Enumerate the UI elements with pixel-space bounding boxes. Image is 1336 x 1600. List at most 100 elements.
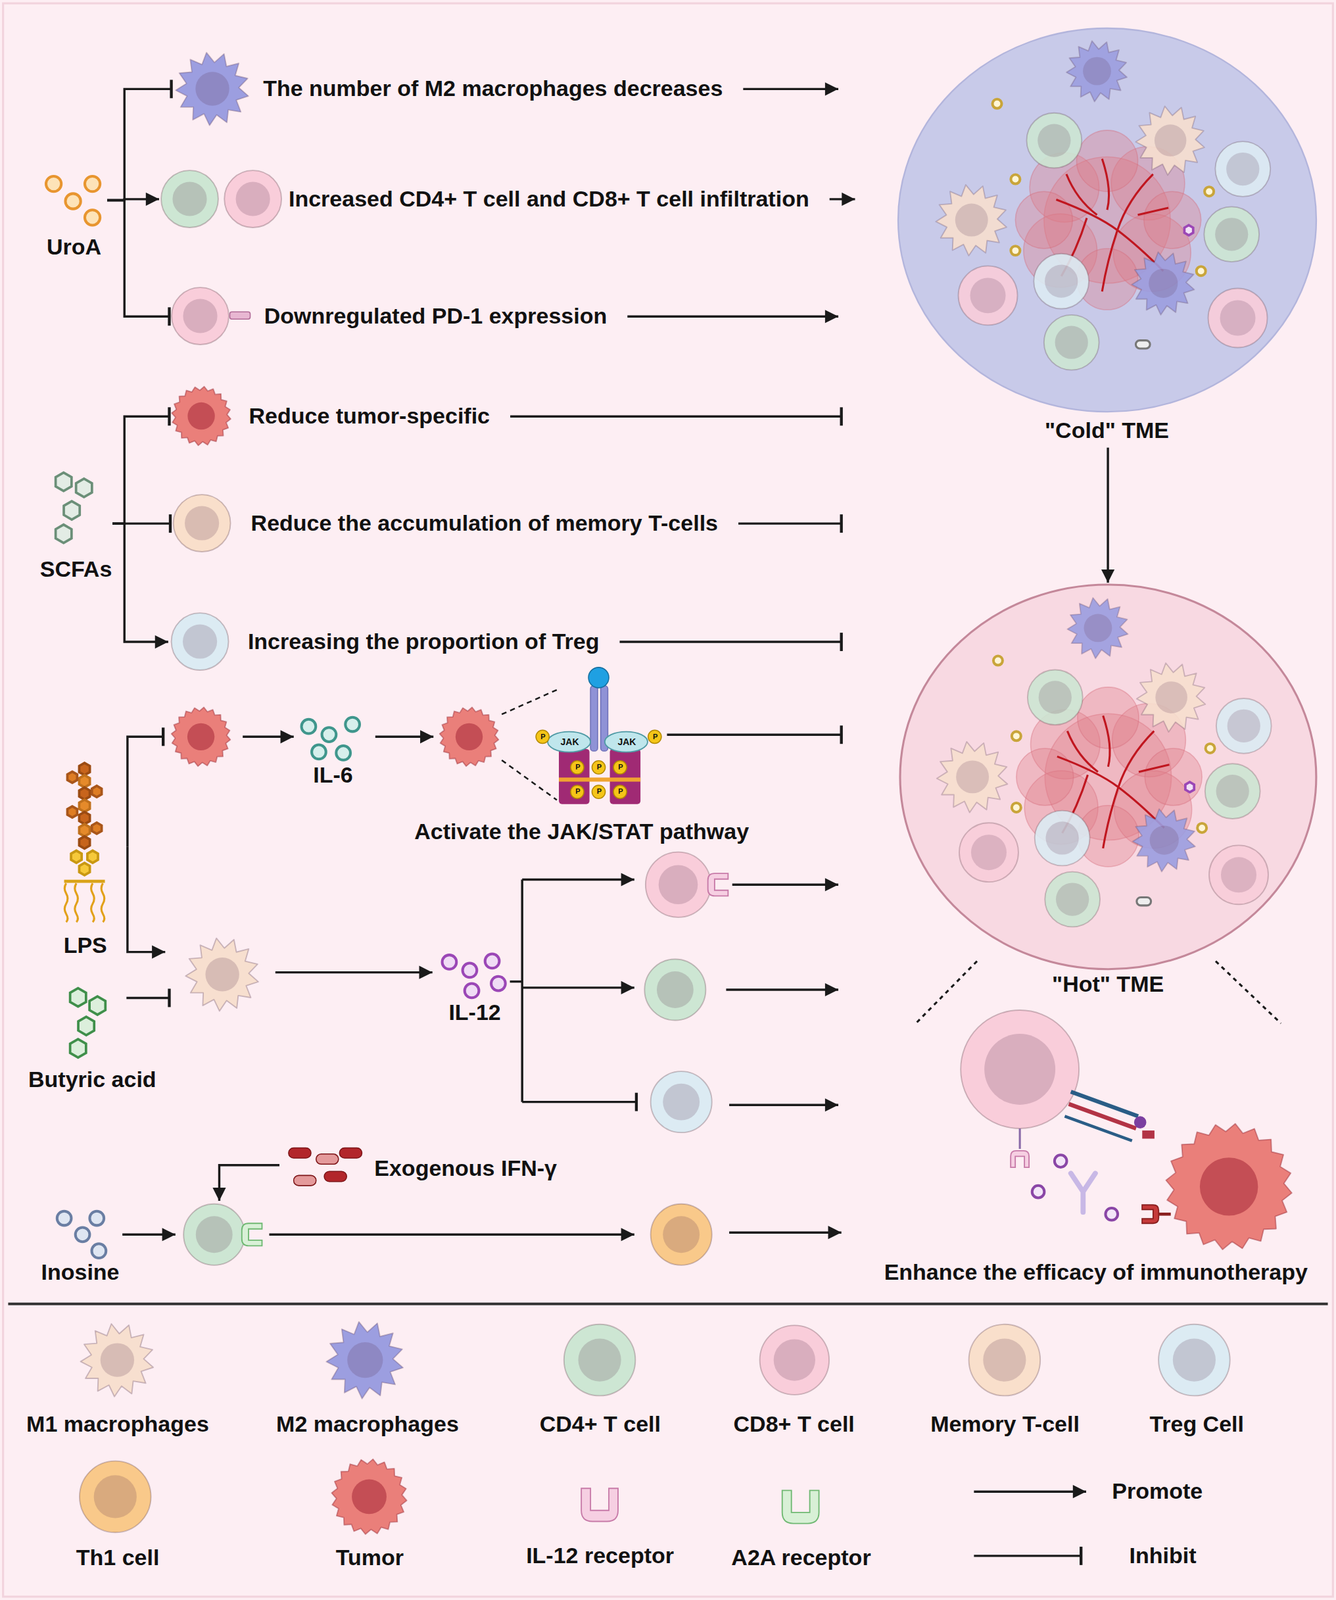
lps-link [63, 879, 105, 883]
vessel [1067, 730, 1098, 772]
cell-nucleus [195, 71, 229, 106]
legend-label: M2 macrophages [276, 1410, 460, 1437]
cell-nucleus [100, 1342, 135, 1377]
hexagon-molecule [78, 775, 90, 788]
arrow-head [828, 1225, 842, 1239]
receptor-stem [590, 685, 598, 751]
receptor-symbol [708, 873, 729, 896]
phospho-dot [570, 785, 584, 799]
node-label: Inosine [40, 1259, 120, 1285]
outcome-label: Enhance the efficacy of immunotherapy [883, 1259, 1309, 1285]
legend-swatch [79, 1460, 152, 1533]
pd1-receptor [229, 312, 250, 320]
tcr-chain [1064, 1115, 1132, 1141]
cell-icon [1216, 698, 1272, 754]
cell-icon [1165, 1123, 1292, 1250]
cell-icon [935, 184, 1006, 256]
cell-icon [1043, 314, 1099, 371]
ifn-capsule [293, 1174, 317, 1185]
cell-body [1165, 1123, 1292, 1250]
inhibit-line [666, 725, 841, 744]
cell-body [171, 287, 229, 345]
legend-swatch [1158, 1324, 1231, 1396]
cell-body [957, 266, 1018, 326]
promote-line [725, 982, 839, 997]
tumor-mass [1143, 191, 1201, 250]
branch-line [510, 980, 523, 983]
effect-row: Increased CD4+ T cell and CD8+ T cell in… [159, 168, 811, 230]
legend-label: CD8+ T cell [733, 1410, 856, 1437]
cell-nucleus [656, 971, 694, 1008]
promote-line-stroke [522, 878, 635, 881]
node-icon [900, 584, 1317, 970]
cell-nucleus [1215, 774, 1249, 808]
legend-label: Promote [1111, 1478, 1204, 1504]
vessel [1102, 715, 1110, 767]
cell-nucleus [187, 723, 215, 751]
cell-icon [1203, 207, 1260, 263]
hexagon-molecule [86, 850, 98, 864]
cell-nucleus [577, 1338, 621, 1382]
cell-icon [564, 1324, 636, 1396]
lipid-tail [101, 882, 105, 922]
node-label: Downregulated PD-1 expression [264, 303, 607, 329]
molecule-ring [1204, 187, 1214, 197]
arrow-head [825, 1097, 839, 1112]
zoom-line [915, 961, 978, 1024]
lipid-tail [74, 882, 78, 922]
cell-icon [1044, 871, 1100, 927]
cell-icon [1209, 844, 1269, 905]
cell-icon [173, 494, 231, 552]
cell-body [644, 958, 706, 1020]
cell-body [959, 822, 1019, 882]
cell-icon [224, 170, 282, 228]
hexagon-molecule [69, 988, 86, 1007]
node-icon [53, 760, 118, 920]
effect-row: Increasing the proportion of Treg [168, 610, 601, 672]
inhibit-line-stroke [738, 522, 842, 525]
cell-nucleus [1054, 326, 1088, 359]
hexagon-molecule [55, 472, 72, 491]
receptor-symbol [581, 1487, 619, 1521]
ifn-capsule [324, 1170, 347, 1181]
legend-swatch [80, 1323, 154, 1397]
cell-icon [1158, 1324, 1231, 1396]
legend-label: Treg Cell [1149, 1410, 1245, 1437]
branch-line-stroke [510, 980, 523, 983]
promote-line-stroke [275, 971, 433, 974]
tme-region: "Cold" TME [897, 28, 1317, 444]
promote-line-stroke [742, 88, 839, 91]
node-label: Increased CD4+ T cell and CD8+ T cell in… [288, 186, 810, 212]
cell-icon [175, 52, 249, 126]
hexagon-molecule [1185, 781, 1194, 793]
connector-stroke [112, 416, 170, 524]
cell-icon [650, 1071, 713, 1133]
molecule-capsule [1136, 896, 1152, 905]
molecule-ring [491, 975, 506, 991]
cell-body [1131, 252, 1194, 315]
cell-body [1135, 106, 1204, 176]
cell-body [1034, 810, 1090, 866]
inhibit-line-stroke [126, 996, 169, 999]
molecule-ring [84, 176, 100, 192]
molecule-ring [65, 193, 81, 209]
metabolite-node: Butyric acid [27, 984, 157, 1092]
cell-icon [1136, 662, 1206, 732]
arrow-head [145, 192, 160, 206]
inhibit-line-stroke [510, 415, 842, 418]
arrow-head [162, 1227, 176, 1241]
arrow-head [621, 1227, 635, 1241]
hexagon-molecule [78, 799, 90, 812]
cell-icon [960, 1009, 1079, 1129]
receptor-base [610, 748, 642, 805]
ifn-capsule [288, 1147, 311, 1158]
tumor-mass [1144, 748, 1202, 806]
cell-nucleus [1226, 152, 1260, 186]
legend-label: Inhibit [1128, 1542, 1197, 1569]
promote-line [742, 82, 839, 96]
arrow-head [280, 729, 294, 743]
cell-icon [171, 287, 229, 345]
node-label: The number of M2 macrophages decreases [262, 75, 723, 102]
molecule-ring [335, 745, 351, 761]
node-icon [51, 1207, 110, 1260]
